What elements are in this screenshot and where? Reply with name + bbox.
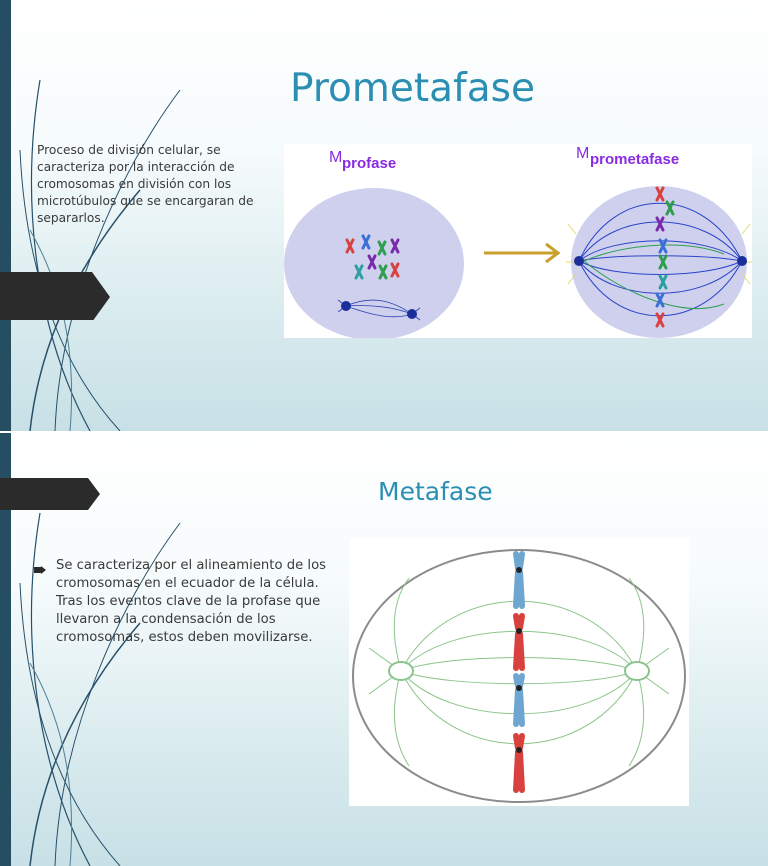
metaphase-figure <box>349 538 689 806</box>
slide-title: Metafase <box>378 477 493 506</box>
decorative-swoosh-lines <box>19 79 181 431</box>
slide-prometafase: Prometafase Proceso de división celular,… <box>0 0 768 431</box>
slide-separator <box>0 431 768 433</box>
decorative-swoosh-lines <box>19 512 181 866</box>
spindle-fibers <box>578 202 743 317</box>
cell-division-diagram: M profase <box>284 145 752 340</box>
aligning-chromosomes <box>655 186 675 328</box>
centrosome-left <box>388 661 414 681</box>
sidebar-accent <box>0 433 11 866</box>
prometafase-label-sub: prometafase <box>590 151 679 168</box>
slide-body-text: Proceso de división celular, se caracter… <box>37 143 254 225</box>
profase-label-sub: profase <box>342 155 396 172</box>
prometafase-label-m: M <box>576 145 589 162</box>
aligned-chromosomes <box>513 551 525 793</box>
profase-label-m: M <box>329 149 342 166</box>
slide-title: Prometafase <box>290 66 535 111</box>
sidebar-accent <box>0 0 11 431</box>
centrosome-right <box>624 661 650 681</box>
prometaphase-figure: M profase <box>284 144 752 340</box>
arrow-tab <box>0 478 100 510</box>
arrow-tab <box>0 272 110 320</box>
metaphase-diagram <box>352 549 686 803</box>
slide-bullet-text: Se caracteriza por el alineamiento de lo… <box>56 558 327 645</box>
chromosome-cluster <box>345 234 400 280</box>
arrow-bullet-icon <box>34 566 46 574</box>
